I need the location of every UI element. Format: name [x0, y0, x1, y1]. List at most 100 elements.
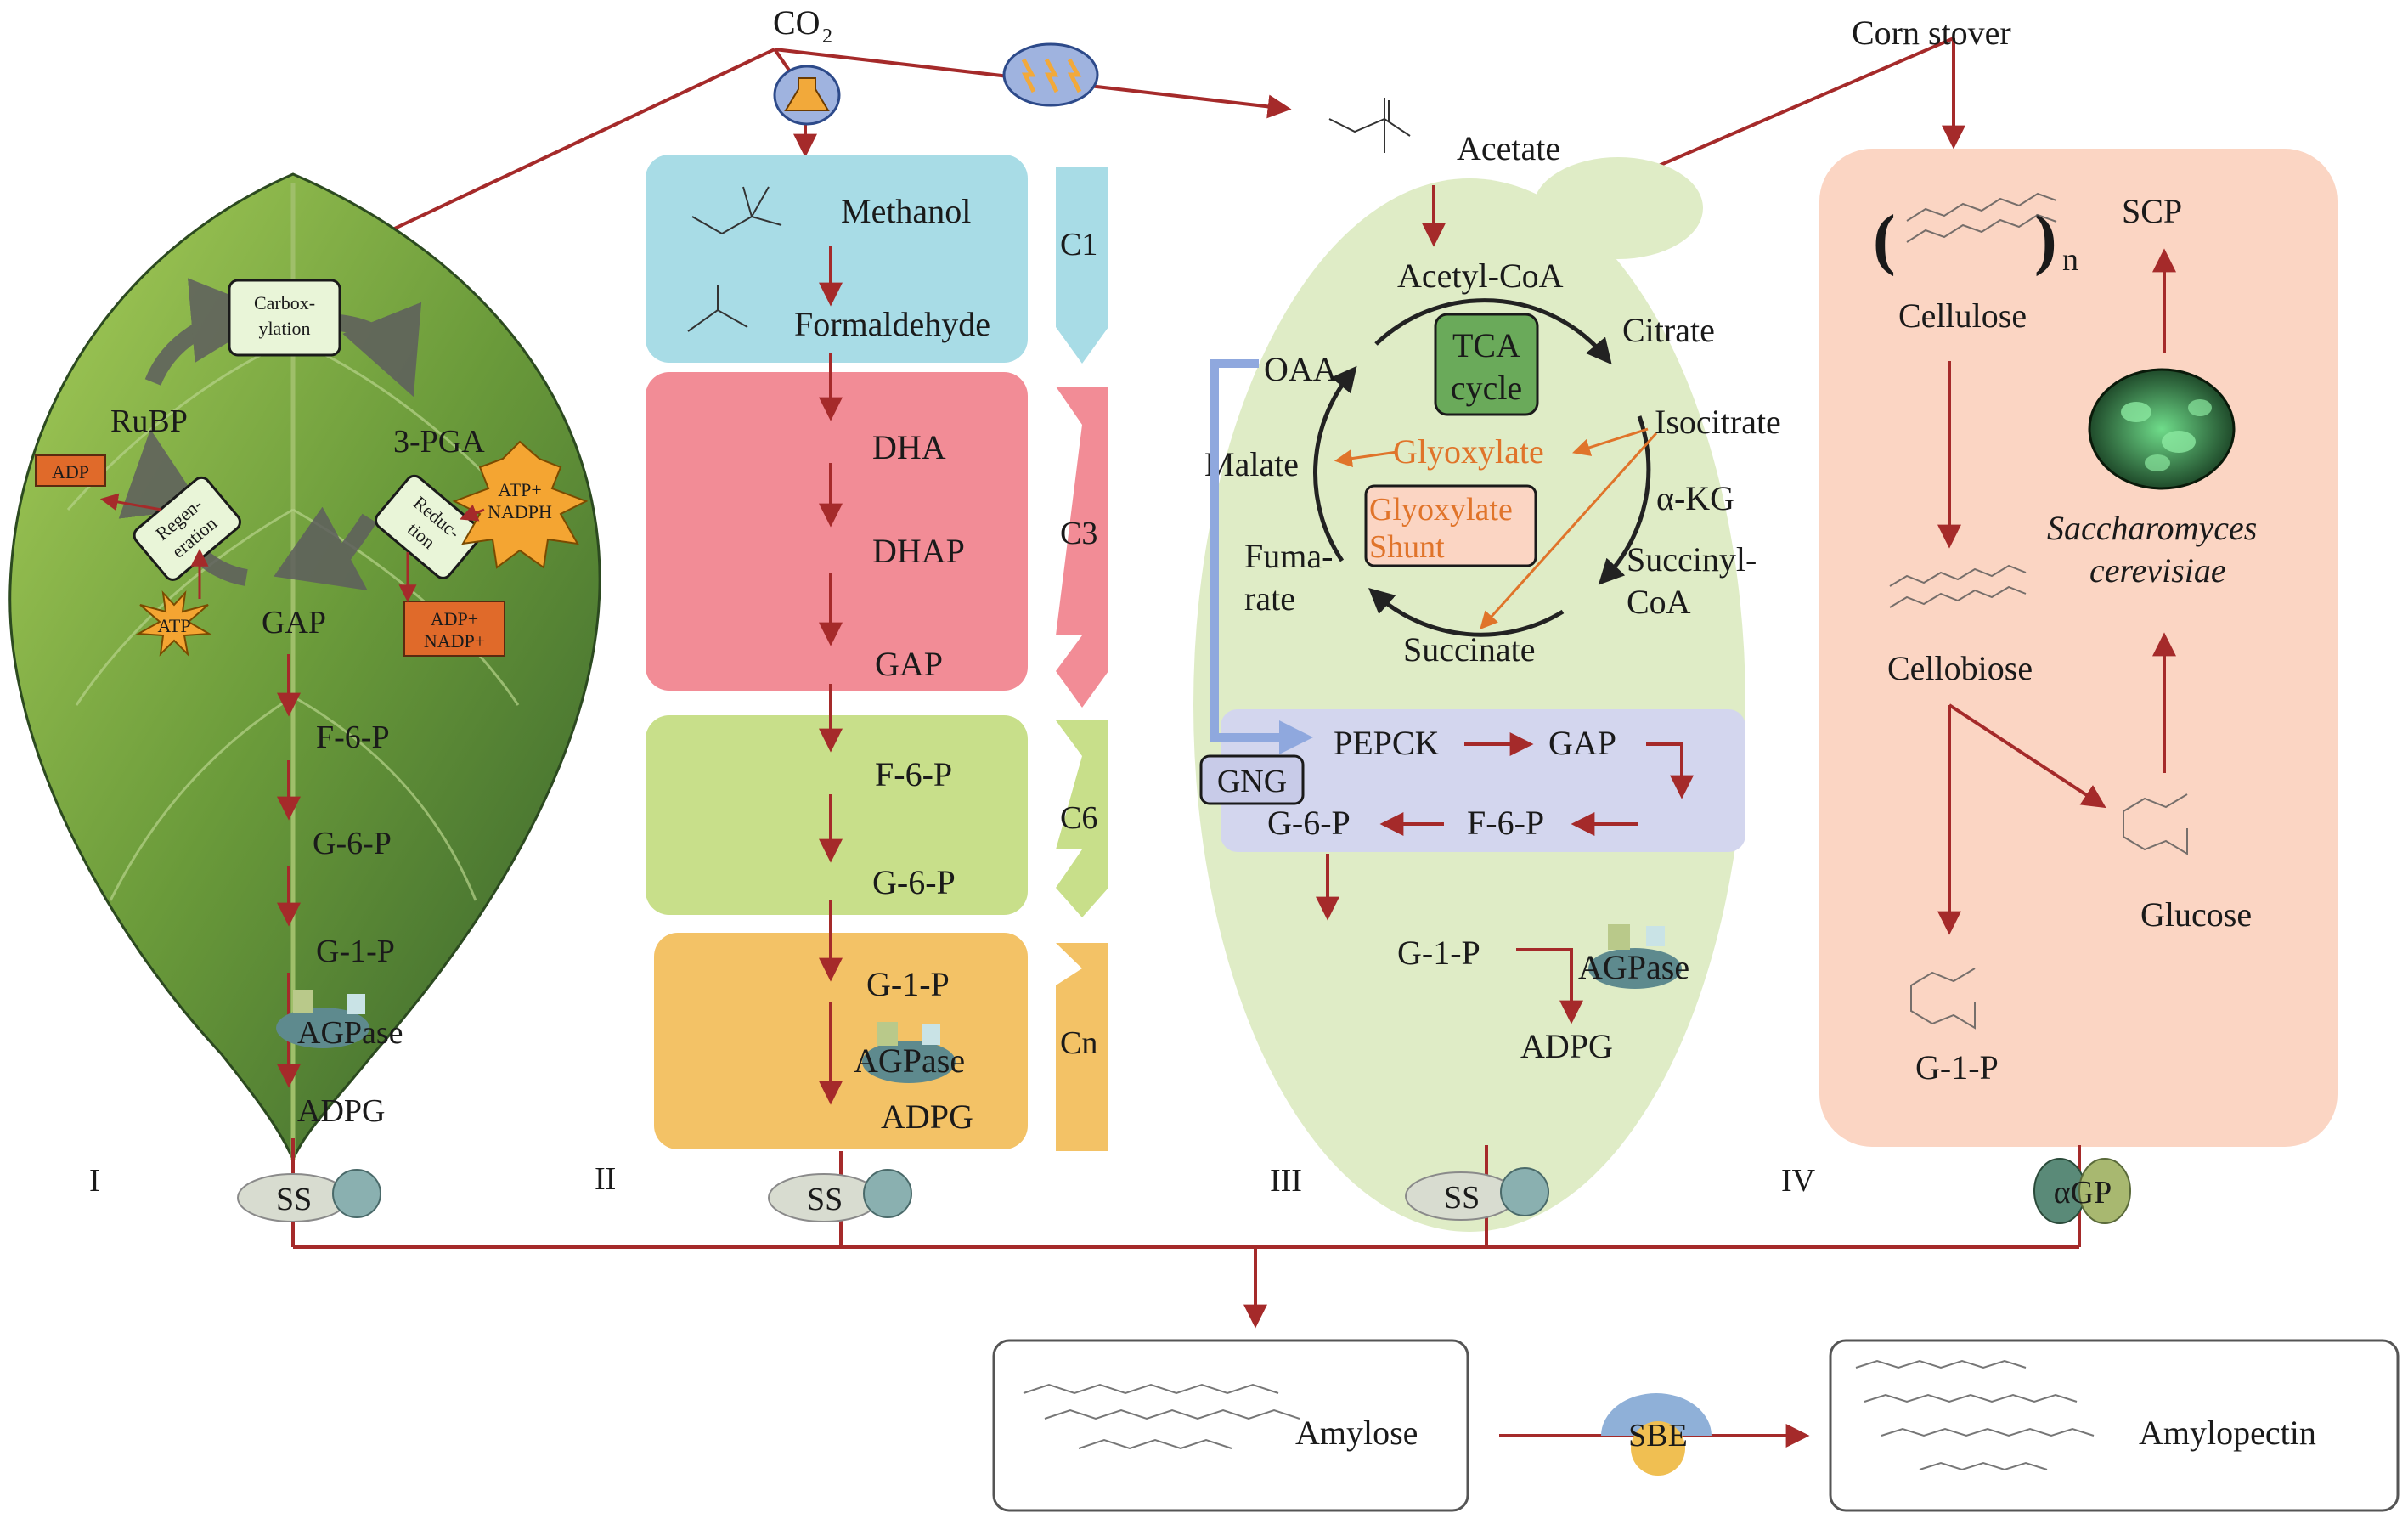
svg-text:GNG: GNG	[1217, 764, 1287, 799]
stage-c3-label: C3	[1060, 516, 1097, 551]
f6p-label-p3: F-6-P	[1467, 804, 1544, 842]
agpase-enzyme-icon-p2	[862, 1022, 956, 1083]
stage-arrows	[1056, 167, 1108, 1151]
svg-text:ADP+: ADP+	[431, 608, 478, 629]
svg-text:SBE: SBE	[1628, 1418, 1688, 1453]
cellobiose-structure	[1889, 564, 2027, 608]
methanol-structure	[691, 186, 782, 235]
c1-box	[646, 155, 1028, 363]
fumarate-label-2: rate	[1244, 579, 1295, 618]
regeneration-box: Regen- eration	[133, 476, 241, 581]
dha-label: DHA	[872, 428, 946, 466]
g6p-label-p2: G-6-P	[872, 863, 956, 901]
g6p-label-p3: G-6-P	[1267, 804, 1351, 842]
glucose-structure	[2123, 793, 2188, 855]
svg-text:Amylopectin: Amylopectin	[2139, 1414, 2316, 1452]
stage-c1-label: C1	[1060, 227, 1097, 262]
panel2-main-arrows	[819, 246, 843, 1247]
agpase-enzyme-icon-p1	[276, 990, 369, 1048]
rubp-label: RuBP	[110, 404, 188, 439]
cellulose-label: ( ) n Cellulose	[1873, 192, 2078, 335]
gng-label-box: GNG	[1199, 754, 1305, 805]
succinyl-coa-label: Succinyl-	[1627, 540, 1757, 579]
succinate-label: Succinate	[1403, 630, 1536, 669]
isocitrate-label: Isocitrate	[1655, 403, 1781, 441]
svg-text:ATP: ATP	[157, 615, 190, 636]
svg-text:2: 2	[822, 25, 832, 48]
3-pga-label: 3-PGA	[393, 424, 485, 460]
pepck-label: PEPCK	[1334, 724, 1440, 762]
glucose-label: Glucose	[2140, 895, 2252, 934]
g1p-label-p1: G-1-P	[316, 934, 395, 969]
svg-text:SS: SS	[1444, 1180, 1480, 1216]
oaa-label: OAA	[1264, 350, 1338, 388]
formaldehyde-label: Formaldehyde	[794, 305, 990, 343]
glyoxylate-label: Glyoxylate	[1393, 432, 1544, 471]
acetate-label: Acetate	[1457, 129, 1560, 167]
gap-label-p1: GAP	[262, 605, 326, 641]
gap-label-p3: GAP	[1548, 724, 1616, 762]
carboxylation-box: Carbox- ylation	[228, 279, 341, 357]
formaldehyde-structure	[687, 285, 748, 332]
stage-cn-label: Cn	[1060, 1025, 1097, 1061]
atp-starburst: ATP	[135, 590, 212, 657]
adp-badge: ADP	[35, 454, 106, 487]
ss-enzyme-p1: SS	[237, 1169, 381, 1222]
methanol-label: Methanol	[841, 192, 971, 230]
agp-enzyme: αGP	[2033, 1158, 2131, 1224]
svg-text:cycle: cycle	[1451, 369, 1522, 407]
tca-cycle-circle	[1313, 298, 1651, 637]
agpase-label-p3: AGPase	[1578, 948, 1689, 986]
tca-cycle-box: TCA cycle	[1434, 313, 1539, 416]
flask-icon	[773, 65, 841, 126]
adpg-label-p1: ADPG	[297, 1093, 385, 1129]
fumarate-label: Fuma-	[1244, 537, 1333, 575]
svg-text:TCA: TCA	[1452, 326, 1520, 364]
svg-text:NADPH: NADPH	[488, 501, 552, 522]
amylose-box: Amylose	[992, 1339, 1469, 1512]
citrate-label: Citrate	[1622, 311, 1715, 349]
acetyl-coa-label: Acetyl-CoA	[1397, 257, 1564, 295]
svg-text:NADP+: NADP+	[424, 630, 485, 652]
regeneration-to-adp-arrow	[99, 493, 162, 511]
adpg-label-p3: ADPG	[1520, 1027, 1613, 1065]
succinyl-coa-label-2: CoA	[1627, 583, 1691, 621]
amylopectin-box: Amylopectin	[1829, 1339, 2400, 1512]
numeral-iv: IV	[1781, 1163, 1816, 1199]
glyoxylate-shunt-box: Glyoxylate Shunt	[1364, 484, 1537, 567]
electrolysis-icon	[1002, 42, 1099, 107]
svg-text:(: (	[1873, 202, 1896, 277]
atp-nadph-starburst: ATP+ NADPH	[452, 440, 589, 569]
malate-label: Malate	[1204, 445, 1299, 483]
gng-box	[1221, 709, 1745, 852]
numeral-iii: III	[1270, 1163, 1302, 1199]
agpase-enzyme-icon-p3	[1588, 924, 1682, 989]
corn-stover-label: Corn stover	[1852, 14, 2011, 52]
adp-nadp-badge: ADP+ NADP+	[403, 601, 505, 657]
ss-enzyme-p2: SS	[768, 1169, 912, 1222]
svg-text:Shunt: Shunt	[1369, 529, 1445, 565]
g1p-label-p2: G-1-P	[866, 965, 950, 1003]
panel-4-box	[1819, 149, 2338, 1147]
nadph-to-reduction-arrow	[460, 505, 485, 522]
f6p-label-p1: F-6-P	[316, 720, 390, 755]
adpg-label-p2: ADPG	[881, 1098, 973, 1136]
numeral-i: I	[89, 1163, 100, 1199]
g1p-structure-p4	[1910, 968, 1976, 1030]
organism-label-line1: Saccharomyces	[2047, 509, 2257, 547]
svg-text:Amylose: Amylose	[1295, 1414, 1418, 1452]
gap-label-p2: GAP	[875, 645, 943, 683]
svg-text:αGP: αGP	[2054, 1175, 2112, 1211]
stage-c6-label: C6	[1060, 800, 1097, 836]
c6-box	[646, 715, 1028, 915]
agpase-label-p1: AGPase	[297, 1015, 403, 1051]
cn-box	[654, 933, 1028, 1149]
svg-text:CO: CO	[773, 3, 821, 42]
reduction-box: Reduc- tion	[375, 474, 483, 579]
svg-text:Cellulose: Cellulose	[1898, 296, 2027, 335]
g1p-label-p3: G-1-P	[1397, 934, 1480, 972]
svg-text:SS: SS	[807, 1182, 843, 1217]
svg-text:ADP: ADP	[52, 461, 89, 483]
c3-box	[646, 372, 1028, 691]
